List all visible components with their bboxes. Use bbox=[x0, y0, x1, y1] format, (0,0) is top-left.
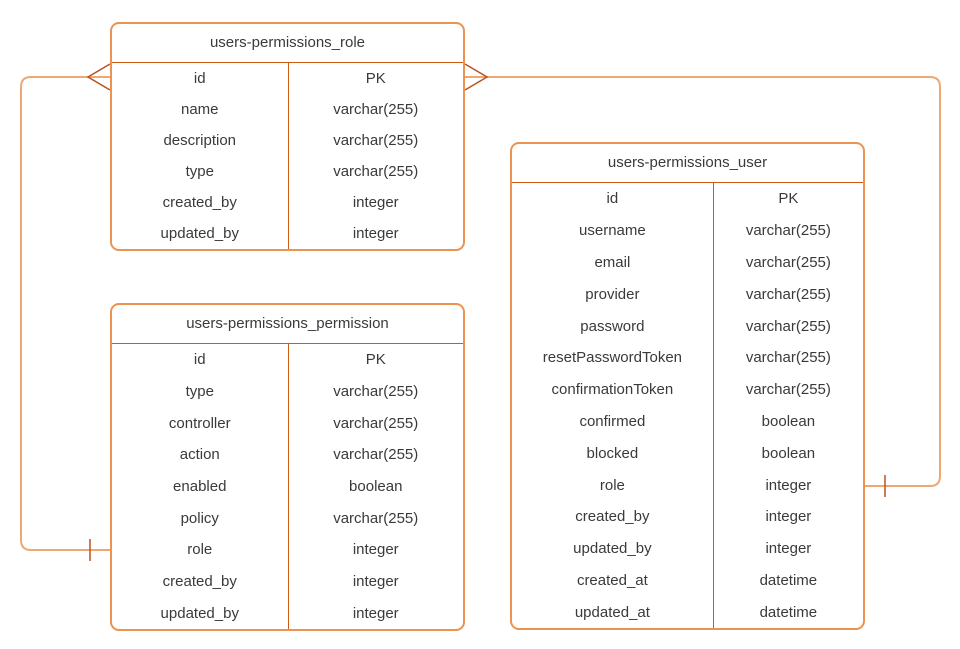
table-row: policy varchar(255) bbox=[112, 502, 464, 535]
field-name: created_by bbox=[162, 194, 237, 211]
field-type: varchar(255) bbox=[287, 375, 464, 408]
field-name: password bbox=[580, 317, 645, 335]
field-type: integer bbox=[287, 187, 464, 218]
field-type: boolean bbox=[287, 470, 464, 503]
table-title: users-permissions_user bbox=[512, 144, 863, 183]
field-type: varchar(255) bbox=[712, 214, 863, 247]
table-row: provider varchar(255) bbox=[512, 278, 863, 311]
table-title: users-permissions_role bbox=[112, 24, 463, 63]
field-type: PK bbox=[712, 183, 863, 215]
field-type: integer bbox=[712, 500, 863, 533]
field-name: type bbox=[185, 383, 214, 401]
entity-table-user: users-permissions_user id PK username va… bbox=[510, 142, 865, 631]
table-row: id PK bbox=[112, 344, 463, 376]
field-type: varchar(255) bbox=[287, 439, 464, 471]
table-row: type varchar(255) bbox=[112, 375, 464, 408]
field-name: controller bbox=[168, 414, 231, 432]
field-name: type bbox=[185, 163, 214, 180]
table-row: updated_by integer bbox=[512, 532, 863, 565]
field-name: blocked bbox=[586, 444, 639, 462]
table-row: password varchar(255) bbox=[512, 310, 863, 342]
field-type: varchar(255) bbox=[712, 246, 863, 279]
table-row: role integer bbox=[512, 469, 863, 501]
field-name: role bbox=[599, 476, 625, 494]
field-type: integer bbox=[287, 534, 464, 566]
field-type: varchar(255) bbox=[712, 373, 863, 406]
table-row: type varchar(255) bbox=[112, 156, 463, 187]
field-name: description bbox=[163, 132, 237, 149]
table-row: enabled boolean bbox=[112, 470, 464, 503]
field-name: policy bbox=[180, 509, 219, 527]
table-row: created_at datetime bbox=[512, 564, 863, 597]
entity-table-role: users-permissions_role id PK name varcha… bbox=[110, 22, 465, 251]
field-name: id bbox=[193, 351, 206, 369]
field-name: id bbox=[606, 190, 619, 208]
table-row: username varchar(255) bbox=[512, 214, 863, 247]
table-row: name varchar(255) bbox=[112, 94, 463, 125]
field-type: PK bbox=[287, 344, 464, 376]
field-name: updated_by bbox=[573, 540, 652, 558]
table-row: created_by integer bbox=[112, 187, 463, 218]
connector-user-role bbox=[465, 76, 941, 487]
field-type: varchar(255) bbox=[712, 341, 863, 374]
field-name: provider bbox=[585, 285, 640, 303]
field-type: integer bbox=[287, 597, 464, 630]
field-name: action bbox=[179, 446, 220, 464]
field-name: created_by bbox=[162, 573, 237, 591]
connector-permission-role bbox=[20, 76, 110, 551]
field-name: username bbox=[579, 222, 646, 240]
entity-table-permission: users-permissions_permission id PK type … bbox=[110, 303, 465, 632]
field-name: created_at bbox=[576, 571, 648, 589]
table-row: confirmationToken varchar(255) bbox=[512, 373, 863, 406]
field-type: varchar(255) bbox=[287, 407, 464, 440]
field-type: PK bbox=[287, 63, 464, 94]
table-row: email varchar(255) bbox=[512, 246, 863, 279]
field-type: boolean bbox=[712, 437, 863, 470]
table-row: controller varchar(255) bbox=[112, 407, 464, 440]
table-row: created_by integer bbox=[512, 500, 863, 533]
table-row: updated_at datetime bbox=[512, 596, 863, 629]
field-type: datetime bbox=[712, 564, 863, 597]
field-name: updated_by bbox=[160, 604, 239, 622]
field-type: varchar(255) bbox=[287, 156, 464, 187]
table-row: created_by integer bbox=[112, 565, 464, 598]
field-type: varchar(255) bbox=[712, 278, 863, 311]
field-type: varchar(255) bbox=[287, 502, 464, 535]
table-row: action varchar(255) bbox=[112, 439, 463, 471]
field-type: integer bbox=[287, 218, 464, 249]
table-row: role integer bbox=[112, 534, 463, 566]
crows-foot-many-icon bbox=[464, 63, 489, 91]
field-name: updated_by bbox=[160, 225, 239, 242]
field-name: id bbox=[193, 70, 206, 87]
field-name: enabled bbox=[173, 478, 227, 496]
table-row: resetPasswordToken varchar(255) bbox=[512, 341, 863, 374]
field-type: integer bbox=[712, 469, 863, 501]
crows-foot-many-icon bbox=[86, 63, 111, 91]
field-name: updated_at bbox=[574, 603, 650, 621]
field-name: email bbox=[594, 253, 631, 271]
table-row: updated_by integer bbox=[112, 597, 464, 630]
field-type: integer bbox=[287, 565, 464, 598]
table-row: blocked boolean bbox=[512, 437, 863, 470]
table-row: updated_by integer bbox=[112, 218, 463, 249]
table-row: id PK bbox=[512, 183, 863, 215]
table-row: description varchar(255) bbox=[112, 125, 463, 156]
field-name: confirmationToken bbox=[551, 381, 674, 399]
field-type: datetime bbox=[712, 596, 863, 629]
field-name: name bbox=[180, 101, 219, 118]
table-row: id PK bbox=[112, 63, 463, 94]
field-type: varchar(255) bbox=[712, 310, 863, 342]
field-type: boolean bbox=[712, 405, 863, 438]
field-type: varchar(255) bbox=[287, 94, 464, 125]
field-name: role bbox=[187, 541, 213, 559]
field-name: created_by bbox=[575, 508, 650, 526]
field-type: integer bbox=[712, 532, 863, 565]
field-type: varchar(255) bbox=[287, 125, 464, 156]
table-title: users-permissions_permission bbox=[112, 305, 463, 344]
field-name: confirmed bbox=[579, 412, 646, 430]
table-row: confirmed boolean bbox=[512, 405, 863, 438]
field-name: resetPasswordToken bbox=[542, 349, 682, 367]
